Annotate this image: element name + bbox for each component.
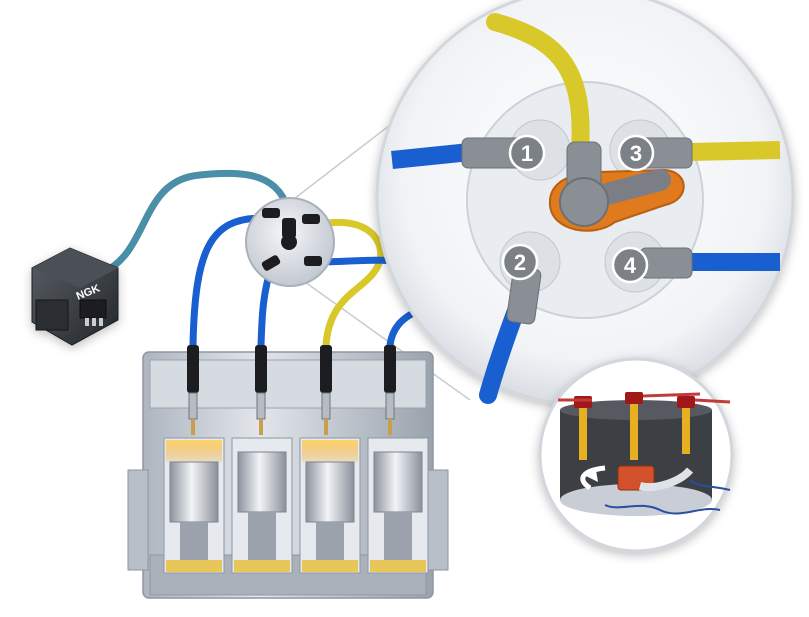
terminal-label-1: 1 (508, 134, 546, 172)
svg-text:2: 2 (514, 250, 526, 275)
cylinder-3 (299, 437, 361, 574)
spark-plug-2 (255, 345, 267, 435)
spark-plug-1 (187, 345, 199, 435)
distributor-rotor (548, 141, 685, 232)
cylinder-1 (163, 437, 225, 574)
distributor-zoom-view: 1 3 2 4 (375, 0, 795, 407)
spark-plugs (187, 345, 396, 435)
spark-plug-4 (384, 345, 396, 435)
svg-text:3: 3 (630, 141, 642, 166)
terminal-label-3: 3 (617, 134, 655, 172)
cylinder-2 (231, 437, 293, 574)
wire-plug-1 (189, 214, 266, 349)
terminal-label-2: 2 (501, 243, 539, 281)
coil-lead-wire (100, 169, 294, 276)
svg-text:4: 4 (624, 253, 637, 278)
svg-text:1: 1 (521, 141, 533, 166)
zoom-wire-blue-left (391, 143, 471, 169)
zoom-wire-yellow-top (486, 13, 590, 159)
terminal-label-4: 4 (611, 246, 649, 284)
cylinder-4 (367, 437, 429, 574)
ignition-coil: NGK (31, 247, 119, 346)
distributor-cap-small (245, 197, 335, 287)
zoom-wire-yellow-right (689, 141, 781, 161)
distributor-cutaway-view (538, 357, 734, 553)
spark-plug-3 (320, 345, 332, 435)
